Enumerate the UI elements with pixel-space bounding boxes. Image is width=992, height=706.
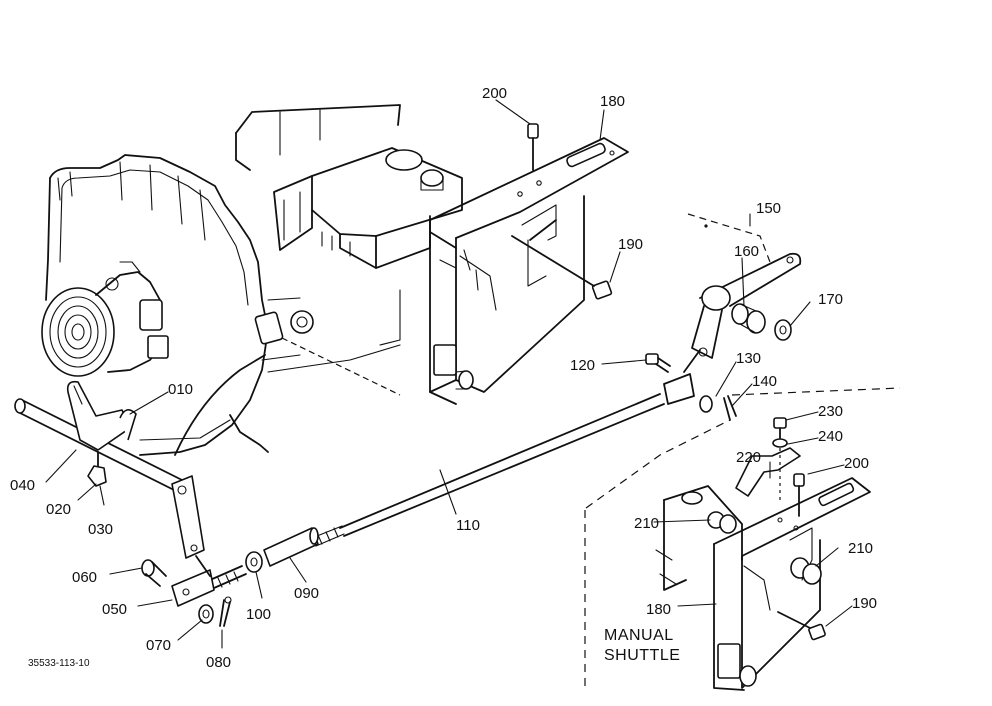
label-190-inset: 190 [852,595,877,612]
caption-manual: MANUAL [604,627,674,644]
clevis-joint [663,373,737,421]
pin-120 [645,353,671,373]
label-190-upper: 190 [618,236,643,253]
shift-rod-110 [281,337,701,547]
screw-020 [87,451,107,487]
mounting-plate [273,147,463,269]
pto-flange [41,261,169,377]
label-130: 130 [736,350,761,367]
label-210-left: 210 [634,515,659,532]
shift-lever-assembly [687,213,802,359]
label-070: 070 [146,637,171,654]
clevis-050 [171,565,247,607]
label-170: 170 [818,291,843,308]
label-010: 010 [168,381,193,398]
caption-shuttle: SHUTTLE [604,647,680,664]
label-220: 220 [736,449,761,466]
label-180-upper: 180 [600,93,625,110]
turnbuckle-090 [263,527,319,567]
leader-lines [45,99,853,649]
label-030: 030 [88,521,113,538]
label-110: 110 [456,517,480,534]
nut-100 [245,551,263,573]
manual-shuttle-inset [584,387,901,691]
label-020: 020 [46,501,71,518]
reference-code: 35533-113-10 [28,658,90,669]
transmission-housing [45,104,401,456]
label-160: 160 [734,243,759,260]
label-140: 140 [752,373,777,390]
label-240: 240 [818,428,843,445]
label-040: 040 [10,477,35,494]
part-labels: 200 180 190 150 160 170 120 130 140 010 … [10,85,877,671]
cotter-pin-080 [219,596,232,627]
label-100: 100 [246,606,271,623]
label-230: 230 [818,403,843,420]
label-090: 090 [294,585,319,602]
label-080: 080 [206,654,231,671]
label-050: 050 [102,601,127,618]
label-180-inset: 180 [646,601,671,618]
label-200-inset: 200 [844,455,869,472]
leader-030 [99,485,105,506]
shift-bracket-upper [429,137,629,405]
label-060: 060 [72,569,97,586]
label-210-right: 210 [848,540,873,557]
screw-200-upper [527,123,539,171]
label-150: 150 [756,200,781,217]
bolt-190-upper [511,235,613,300]
washer-070 [198,604,214,624]
pin-060 [141,559,167,587]
label-200-upper: 200 [482,85,507,102]
label-120: 120 [570,357,595,374]
shift-fork-010 [66,380,137,451]
